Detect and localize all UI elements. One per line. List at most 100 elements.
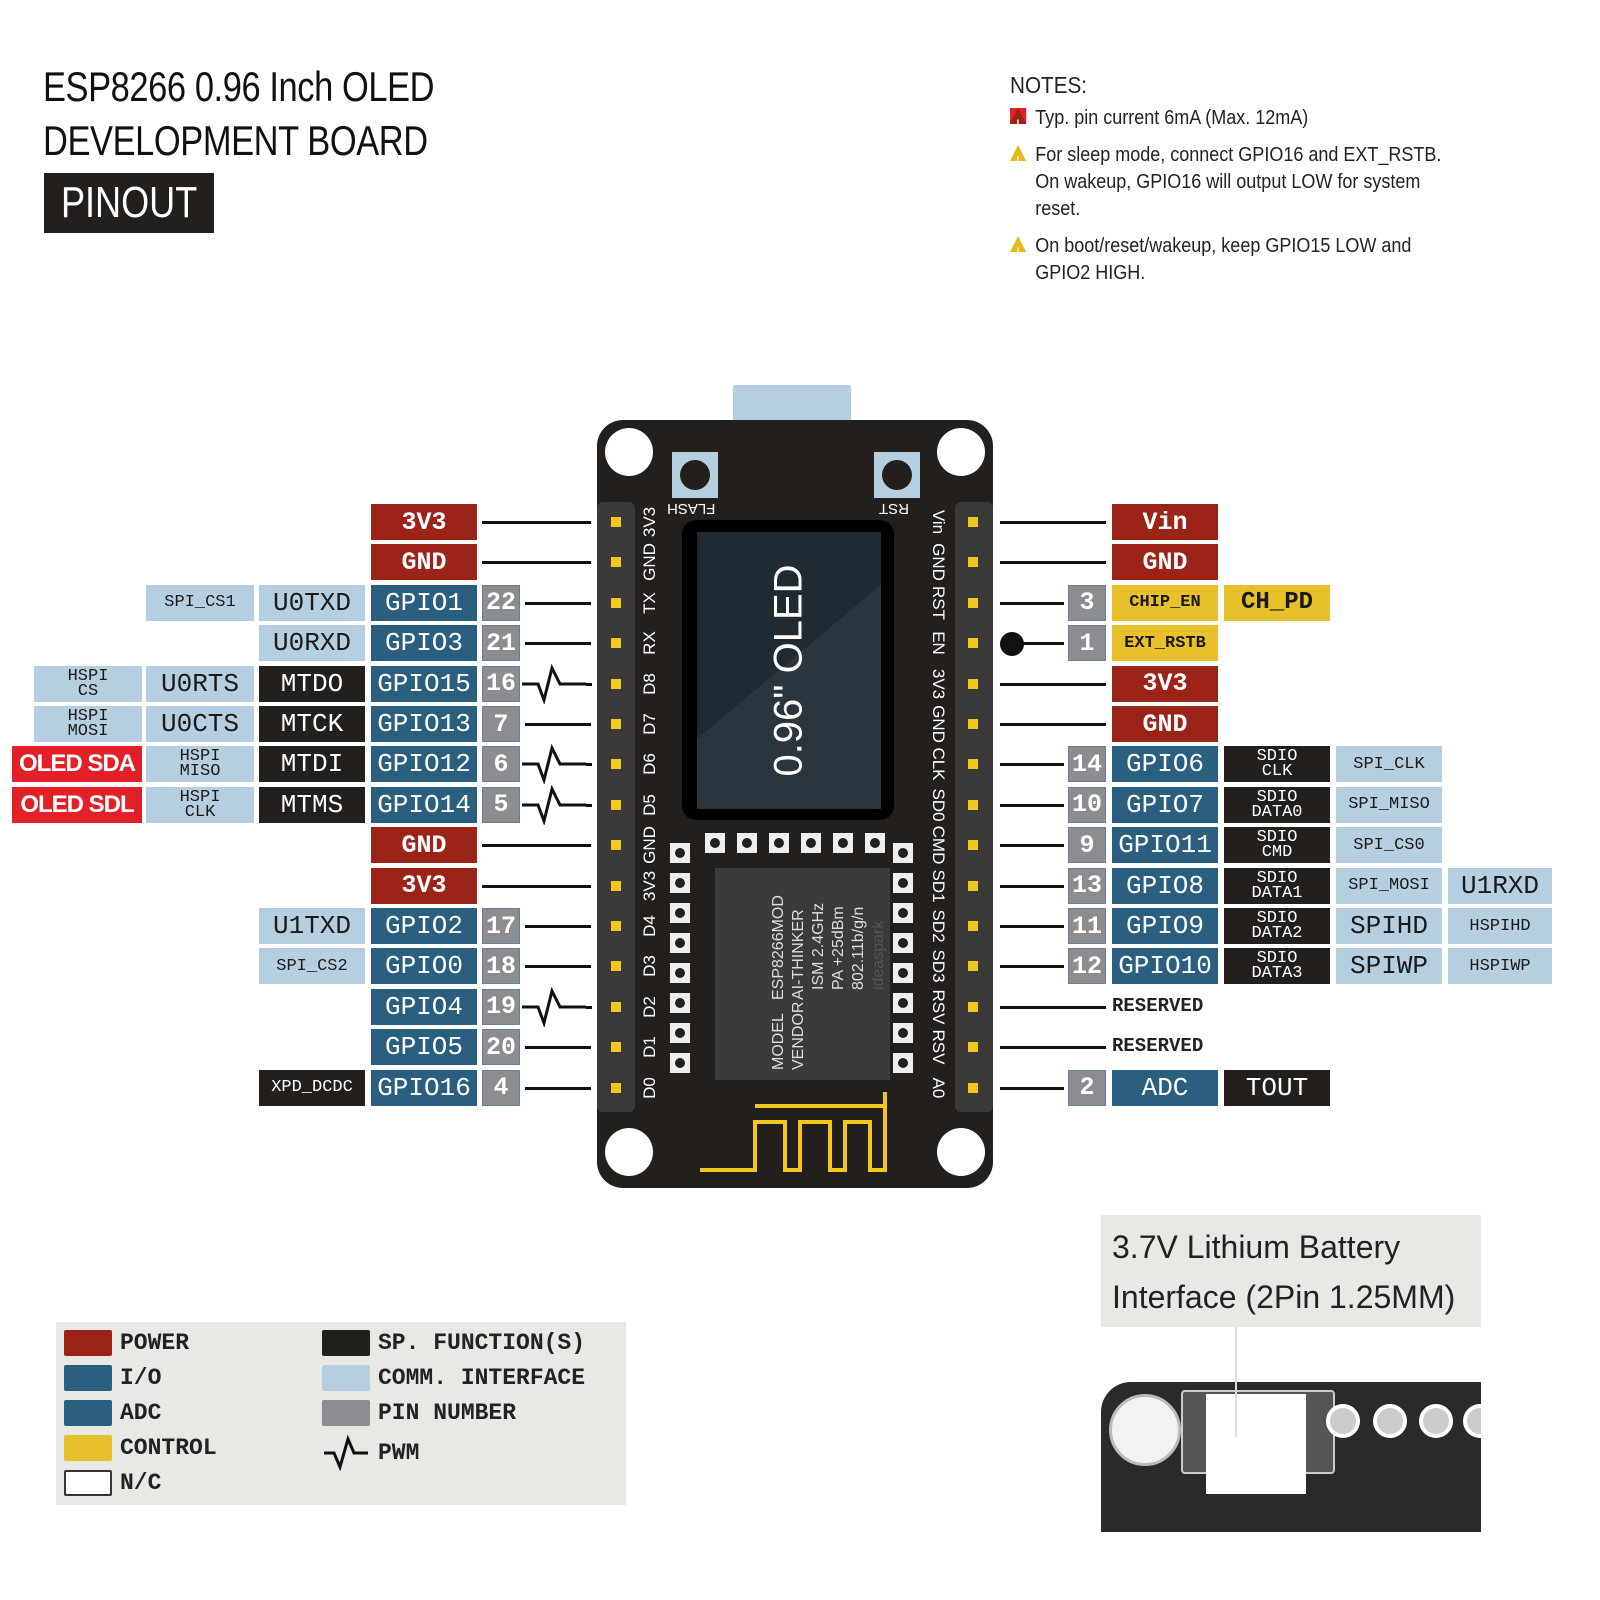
header-pin bbox=[611, 840, 621, 851]
pin-label-gpio3: GPIO3 bbox=[371, 625, 477, 662]
flash-label: FLASH bbox=[667, 500, 716, 517]
special-function-label: MTCK bbox=[259, 706, 365, 742]
silkscreen-label: D7 bbox=[640, 713, 659, 735]
header-pin bbox=[968, 961, 978, 972]
header-pin bbox=[968, 678, 978, 689]
legend-item-comm: COMM. INTERFACE bbox=[322, 1365, 585, 1391]
header-pin bbox=[968, 597, 978, 608]
legend-item-adc: ADC bbox=[64, 1400, 161, 1426]
pin-label-ext_rstb: EXT_RSTB bbox=[1112, 625, 1218, 662]
wire bbox=[586, 1005, 592, 1009]
pin-hole bbox=[1326, 1404, 1360, 1438]
pin-label-3v3: 3V3 bbox=[371, 504, 477, 540]
comm-interface-label: SPI_CS2 bbox=[259, 948, 365, 985]
pin-number: 18 bbox=[482, 948, 520, 985]
silkscreen-label: GND bbox=[640, 543, 659, 582]
flash-button[interactable] bbox=[672, 452, 718, 498]
header-pin bbox=[968, 719, 978, 729]
pin-number: 16 bbox=[482, 665, 520, 702]
wire bbox=[525, 925, 591, 928]
header-pin bbox=[611, 557, 621, 568]
wire bbox=[586, 803, 592, 807]
page-title: ESP8266 0.96 Inch OLED DEVELOPMENT BOARD bbox=[43, 60, 435, 168]
pin-label-gpio16: GPIO16 bbox=[371, 1069, 477, 1106]
silkscreen-label: RST bbox=[929, 585, 948, 620]
pcb-antenna bbox=[700, 1092, 887, 1172]
header-pin bbox=[611, 638, 621, 649]
mount-hole bbox=[605, 428, 653, 476]
module-pad bbox=[833, 833, 853, 853]
module-pad bbox=[670, 1023, 690, 1043]
pwm-wave-icon bbox=[522, 784, 586, 825]
legend-swatch bbox=[322, 1330, 370, 1356]
pin-hole bbox=[1463, 1404, 1481, 1438]
header-pin bbox=[968, 517, 978, 527]
title-line-2: DEVELOPMENT BOARD bbox=[43, 117, 428, 164]
silkscreen-label: 3V3 bbox=[640, 506, 659, 538]
callout-leader-line bbox=[1235, 1327, 1237, 1437]
warning-triangle-yellow-icon bbox=[1010, 145, 1027, 175]
silkscreen-label: CLK bbox=[929, 747, 948, 781]
jst-connector bbox=[1206, 1394, 1306, 1494]
legend-item-pwm: PWM bbox=[322, 1435, 419, 1471]
wire bbox=[1000, 844, 1064, 848]
pin-number: 6 bbox=[482, 746, 520, 783]
pin-number: 21 bbox=[482, 625, 520, 662]
rst-label: RST bbox=[879, 500, 909, 517]
silkscreen-label: SD2 bbox=[929, 909, 948, 943]
module-pad bbox=[865, 833, 885, 853]
pin-hole bbox=[1373, 1404, 1407, 1438]
comm-interface-label: U0RTS bbox=[146, 665, 254, 702]
mount-hole bbox=[605, 1128, 653, 1176]
module-pad bbox=[893, 843, 913, 863]
pin-label-gpio5: GPIO5 bbox=[371, 1029, 477, 1066]
battery-board-closeup bbox=[1101, 1382, 1481, 1532]
silkscreen-label: CMD bbox=[929, 825, 948, 865]
header-pin bbox=[968, 1042, 978, 1053]
rst-button[interactable] bbox=[874, 452, 920, 498]
note-item: For sleep mode, connect GPIO16 and EXT_R… bbox=[1010, 142, 1449, 223]
legend-item-io: I/O bbox=[64, 1365, 161, 1391]
reserved-label: RESERVED bbox=[1112, 1035, 1204, 1058]
pin-label-gpio1: GPIO1 bbox=[371, 584, 477, 621]
comm-interface-label: SPI_CS1 bbox=[146, 584, 254, 621]
special-function-label: MTDO bbox=[259, 665, 365, 702]
comm-interface-label: U1TXD bbox=[259, 908, 365, 944]
wire bbox=[1000, 1005, 1106, 1009]
header-pin bbox=[611, 1001, 621, 1012]
pin-label-gpio0: GPIO0 bbox=[371, 948, 477, 985]
header-pin bbox=[968, 799, 978, 810]
pin-label-gpio2: GPIO2 bbox=[371, 908, 477, 944]
header-pin bbox=[968, 880, 978, 891]
wire bbox=[586, 682, 592, 686]
pin-number: 13 bbox=[1068, 867, 1106, 904]
silkscreen-label: D8 bbox=[640, 672, 659, 695]
module-pad bbox=[893, 993, 913, 1013]
module-pad bbox=[893, 963, 913, 983]
pin-label-gnd: GND bbox=[371, 544, 477, 581]
pin-number: 9 bbox=[1068, 827, 1106, 864]
comm-interface-label: U0TXD bbox=[259, 584, 365, 621]
wire bbox=[525, 723, 591, 726]
pin-number: 12 bbox=[1068, 948, 1106, 985]
header-pin bbox=[968, 759, 978, 770]
pin-label-chip_en: CHIP_EN bbox=[1112, 584, 1218, 621]
legend-item-pin-number: PIN NUMBER bbox=[322, 1400, 516, 1426]
wire bbox=[1020, 642, 1064, 646]
pwm-wave-icon bbox=[522, 986, 586, 1027]
pin-label-gpio7: GPIO7 bbox=[1112, 786, 1218, 823]
silkscreen-label: D0 bbox=[640, 1076, 659, 1099]
pin-label-gpio15: GPIO15 bbox=[371, 665, 477, 702]
comm-interface-label: SPIHD bbox=[1336, 908, 1442, 944]
silkscreen-label: GND bbox=[640, 826, 659, 865]
header-pin bbox=[611, 880, 621, 891]
silkscreen-label: RSV bbox=[929, 1029, 948, 1065]
pin-label-gpio9: GPIO9 bbox=[1112, 908, 1218, 944]
wire bbox=[1000, 965, 1064, 969]
header-pin bbox=[611, 921, 621, 931]
pin-label-gnd: GND bbox=[371, 827, 477, 864]
header-pin bbox=[968, 638, 978, 649]
